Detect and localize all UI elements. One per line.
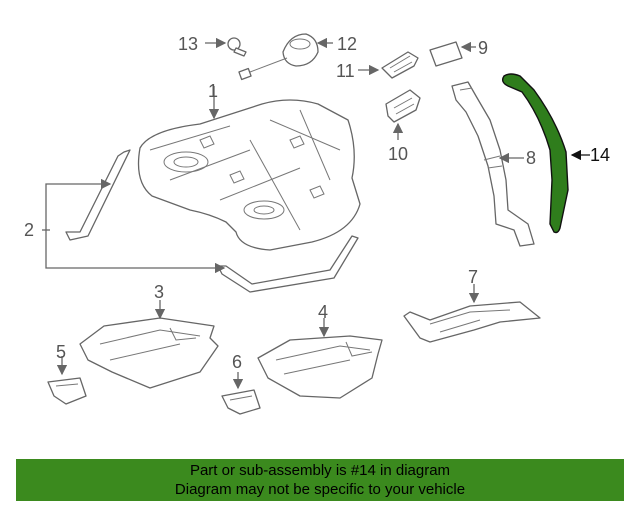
part-9-pad[interactable]: 9 bbox=[429, 38, 488, 67]
part-6-clip[interactable]: 6 bbox=[221, 352, 261, 415]
callout-14: 14 bbox=[590, 145, 610, 165]
callout-3: 3 bbox=[154, 282, 164, 302]
parts-diagram: 13 12 11 9 10 1 bbox=[24, 33, 610, 415]
part-1-fuel-tank[interactable]: 1 bbox=[137, 81, 361, 251]
part-5-clip[interactable]: 5 bbox=[47, 342, 87, 405]
callout-2: 2 bbox=[24, 220, 34, 240]
info-banner: Part or sub-assembly is #14 in diagram D… bbox=[16, 459, 624, 501]
callout-1: 1 bbox=[208, 81, 218, 101]
callout-7: 7 bbox=[468, 267, 478, 287]
callout-9: 9 bbox=[478, 38, 488, 58]
callout-6: 6 bbox=[232, 352, 242, 372]
part-14-hose-highlighted[interactable]: 14 bbox=[501, 73, 610, 234]
callout-13: 13 bbox=[178, 34, 198, 54]
part-8-filler-neck[interactable]: 8 bbox=[451, 81, 536, 247]
callout-4: 4 bbox=[318, 302, 328, 322]
part-4-shield[interactable]: 4 bbox=[257, 302, 383, 399]
part-11-bracket[interactable]: 11 bbox=[336, 51, 419, 81]
banner-line-2: Diagram may not be specific to your vehi… bbox=[174, 481, 466, 498]
callout-12: 12 bbox=[337, 34, 357, 54]
callout-11: 11 bbox=[336, 61, 355, 81]
callout-5: 5 bbox=[56, 342, 66, 362]
part-10-clip[interactable]: 10 bbox=[385, 89, 421, 164]
part-2-straps[interactable]: 2 bbox=[24, 149, 359, 293]
part-3-shield[interactable]: 3 bbox=[79, 282, 219, 389]
part-12-cap[interactable]: 12 bbox=[238, 33, 357, 81]
callout-10: 10 bbox=[388, 144, 408, 164]
part-13-bolt[interactable]: 13 bbox=[178, 34, 247, 57]
part-7-heat-shield[interactable]: 7 bbox=[403, 267, 541, 343]
callout-8: 8 bbox=[526, 148, 536, 168]
banner-line-1: Part or sub-assembly is #14 in diagram bbox=[189, 462, 451, 479]
